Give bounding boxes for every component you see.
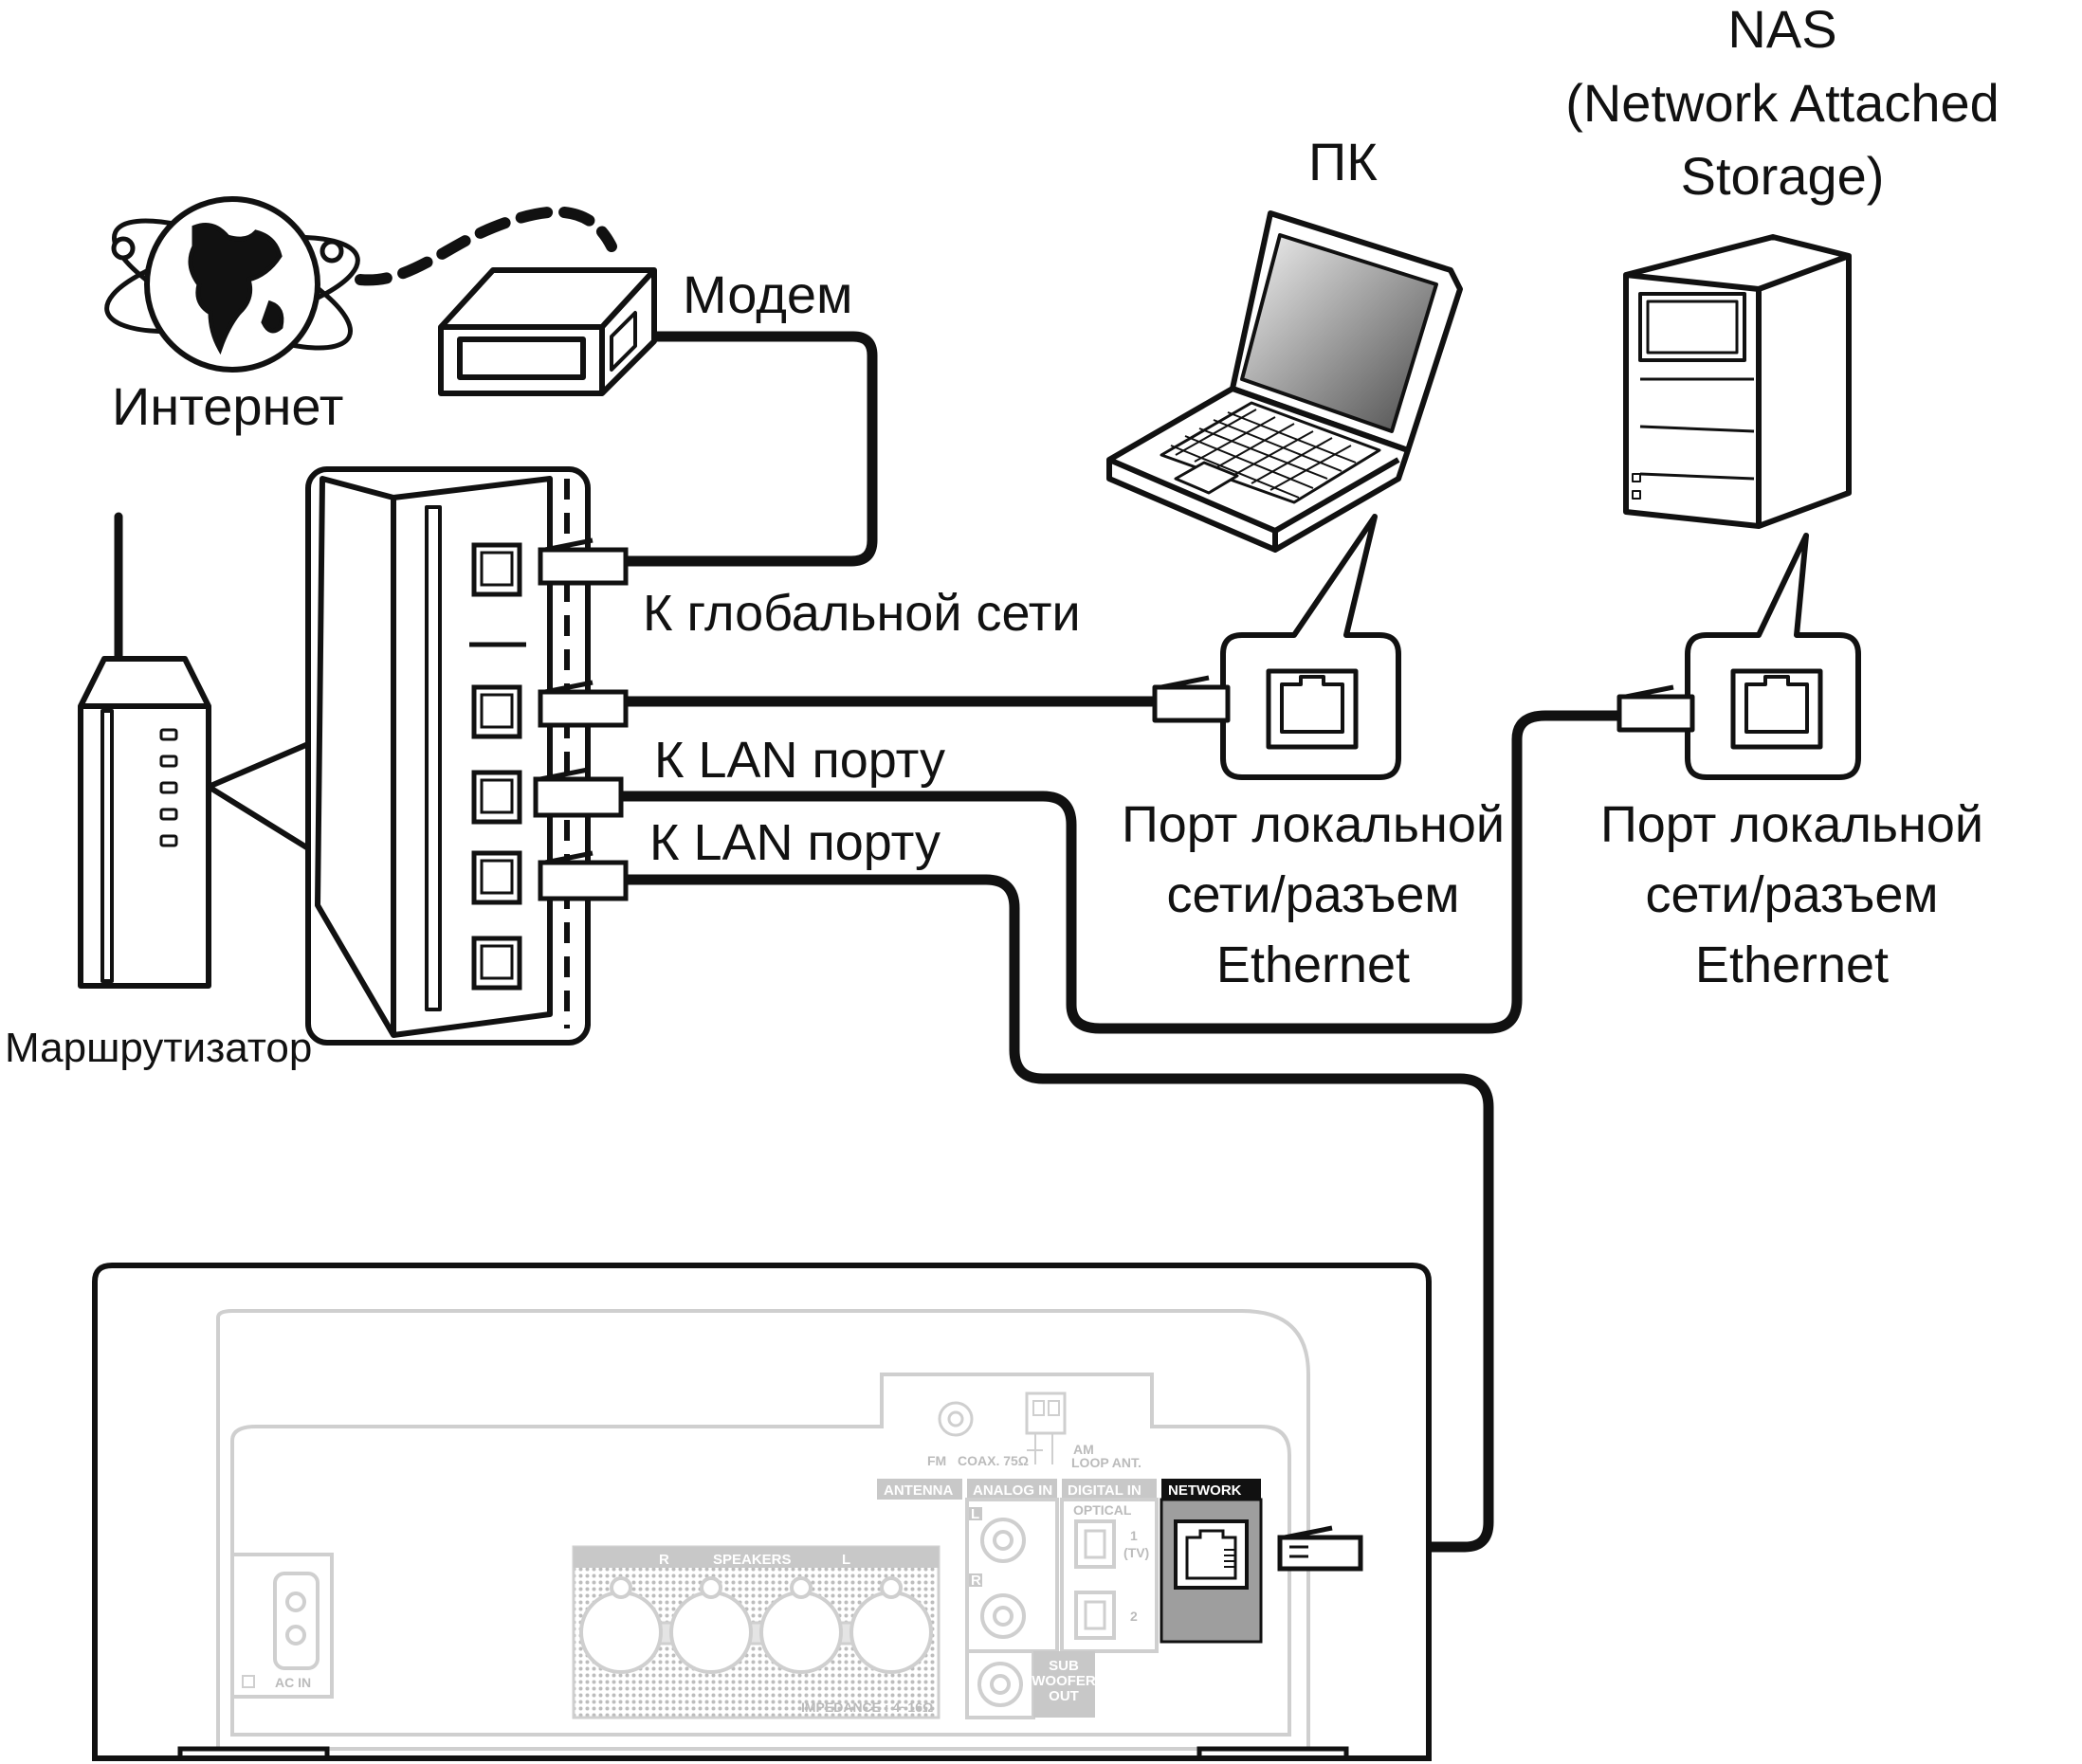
to-wan-label: К глобальной сети xyxy=(643,585,1081,642)
ac-in-socket xyxy=(230,1553,334,1699)
rj45-plug-icon xyxy=(538,537,629,586)
to-lan-label-2: К LAN порту xyxy=(649,814,941,871)
internet-label: Интернет xyxy=(112,376,343,436)
speaker-terminals xyxy=(572,1545,941,1719)
router-ports xyxy=(471,542,522,991)
router-device-cable xyxy=(620,874,1494,1553)
pc-port-label-line3: Ethernet xyxy=(1216,937,1410,993)
laptop-icon xyxy=(1106,210,1463,553)
nas-port-label-line2: сети/разъем xyxy=(1645,866,1938,923)
nas-label-line1: NAS xyxy=(1727,0,1836,59)
modem-icon xyxy=(438,267,657,396)
subwoofer-out-jack xyxy=(965,1649,1035,1719)
antenna-section-label: ANTENNA xyxy=(884,1482,953,1499)
analog-in-section-label: ANALOG IN xyxy=(973,1482,1052,1499)
internet-modem-dashed-link xyxy=(355,206,617,286)
nas-label-line2: (Network Attached xyxy=(1565,73,2000,133)
optical-label: OPTICAL xyxy=(1073,1502,1132,1518)
ac-in-label: AC IN xyxy=(275,1675,311,1690)
subwoofer-label-2: WOOFER xyxy=(1032,1673,1096,1689)
speaker-l-label: L xyxy=(842,1552,850,1568)
nas-icon xyxy=(1623,234,1852,529)
rj45-plug-icon xyxy=(533,767,624,818)
rj45-plug-icon xyxy=(1277,1525,1363,1572)
pc-label: ПК xyxy=(1308,132,1378,191)
nas-lan-port-callout xyxy=(1616,533,1861,780)
pc-port-label-line2: сети/разъем xyxy=(1166,866,1459,923)
device-rear-panel: AC IN FM COAX. 75Ω AM LOOP ANT. ANTENNA … xyxy=(92,1263,1432,1761)
coax-label: COAX. 75Ω xyxy=(958,1453,1029,1468)
nas-port-label-line3: Ethernet xyxy=(1695,937,1889,993)
network-port-section xyxy=(1160,1479,1263,1644)
router-icon xyxy=(78,512,311,989)
subwoofer-label-3: OUT xyxy=(1049,1688,1079,1704)
subwoofer-label-1: SUB xyxy=(1049,1658,1079,1674)
internet-globe-icon xyxy=(104,196,360,373)
cables xyxy=(355,206,1627,1553)
speakers-label: SPEAKERS xyxy=(713,1552,792,1568)
analog-l-label: L xyxy=(971,1506,979,1522)
optical-inputs xyxy=(1060,1498,1159,1653)
nas-label-line3: Storage) xyxy=(1681,146,1885,206)
network-section-label: NETWORK xyxy=(1168,1482,1242,1499)
rj45-plug-icon xyxy=(538,850,629,901)
rj45-plug-icon xyxy=(538,680,629,728)
nas-port-label-line1: Порт локальной xyxy=(1600,796,1983,853)
modem-label: Модем xyxy=(683,264,853,324)
fm-label: FM xyxy=(927,1453,946,1468)
router-nas-cable xyxy=(615,710,1627,1034)
am-label: AM xyxy=(1073,1442,1094,1457)
digital-in-section-label: DIGITAL IN xyxy=(1068,1482,1141,1499)
optical-1-label: 1 xyxy=(1130,1528,1138,1543)
optical-2-label: 2 xyxy=(1130,1609,1138,1624)
router-label: Маршрутизатор xyxy=(5,1025,312,1071)
speaker-r-label: R xyxy=(659,1552,669,1568)
pc-lan-port-callout xyxy=(1152,514,1401,780)
modem-router-cable xyxy=(587,331,878,567)
analog-r-label: R xyxy=(971,1573,981,1589)
am-sub-label: LOOP ANT. xyxy=(1071,1455,1141,1470)
impedance-label: IMPEDANCE : 4~16Ω xyxy=(801,1700,933,1715)
antenna-block xyxy=(938,1391,1067,1464)
router-plugs xyxy=(533,537,629,901)
to-lan-label-1: К LAN порту xyxy=(654,732,945,789)
pc-port-label-line1: Порт локальной xyxy=(1122,796,1505,853)
optical-1-sub-label: (TV) xyxy=(1123,1545,1149,1560)
